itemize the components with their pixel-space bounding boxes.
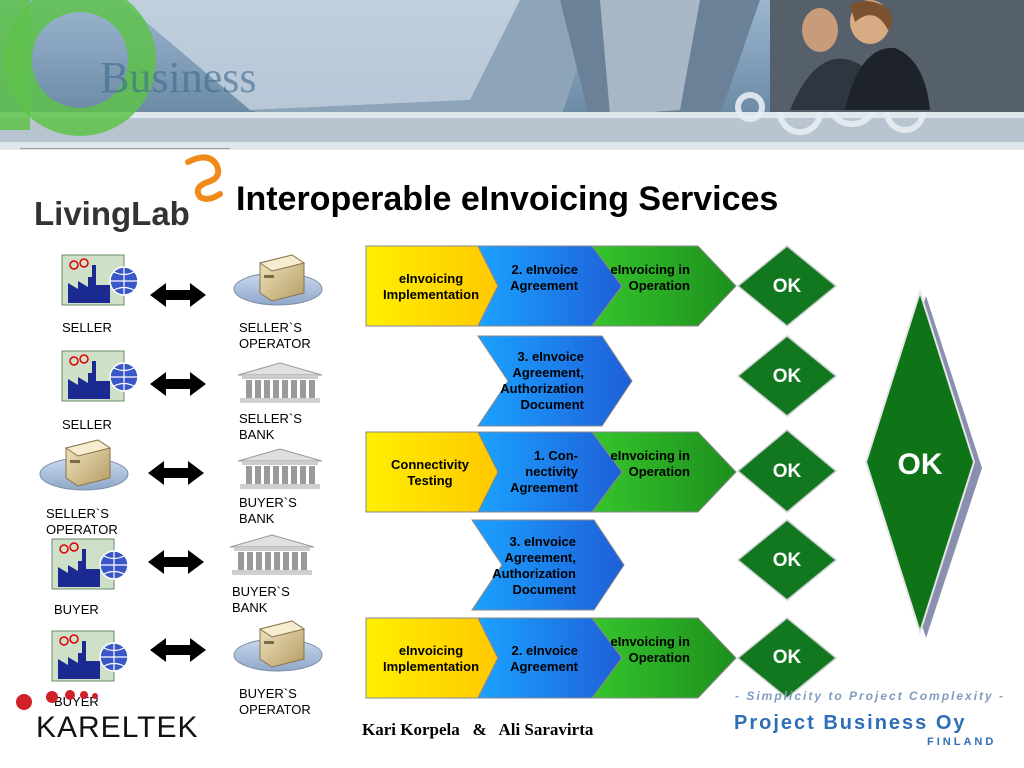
ok-diamond <box>736 335 838 417</box>
ok-diamond <box>736 617 838 699</box>
livinglab-logo: LivingLab <box>34 195 190 232</box>
ok-label: OK <box>772 366 802 387</box>
overall-ok-label: OK <box>897 448 943 481</box>
step-chevron <box>591 245 737 327</box>
ok-label: OK <box>772 276 802 297</box>
step-chevron <box>471 519 625 611</box>
party-label: SELLER`S BANK <box>239 411 302 442</box>
party-label: SELLER`S OPERATOR <box>46 506 118 537</box>
banner-image: Business <box>0 0 1024 150</box>
step-label: eInvoicing in Operation <box>610 262 690 293</box>
step-label: 2. eInvoice Agreement <box>510 643 578 674</box>
step-label: eInvoicing in Operation <box>610 448 690 479</box>
step-chevron <box>591 431 737 513</box>
parties-diagram <box>39 254 323 682</box>
step-label: 3. eInvoice Agreement, Authorization Doc… <box>492 534 576 597</box>
double-arrow-icon <box>148 461 204 485</box>
ok-diamond <box>736 519 838 601</box>
header-banner: Business <box>0 0 1024 150</box>
ok-label: OK <box>772 550 802 571</box>
step-label: eInvoicing Implementation <box>382 643 480 674</box>
seller-factory-icon <box>61 254 139 306</box>
operator-server-icon <box>39 439 129 491</box>
buyer-factory-icon <box>51 538 129 590</box>
bank-icon <box>229 534 315 576</box>
party-label: SELLER <box>62 417 112 432</box>
step-chevron <box>591 617 737 699</box>
operator-server-icon <box>233 254 323 306</box>
divider <box>20 148 230 149</box>
party-label: BUYER`S BANK <box>239 495 297 526</box>
party-label: BUYER`S BANK <box>232 584 290 615</box>
company-logo: Project Business Oy <box>734 712 967 734</box>
overall-ok-diamond <box>864 288 982 638</box>
bank-icon <box>237 362 323 404</box>
double-arrow-icon <box>150 283 206 307</box>
step-label: eInvoicing in Operation <box>610 634 690 665</box>
party-label: BUYER`S OPERATOR <box>239 686 311 717</box>
company-country: FINLAND <box>927 736 997 748</box>
kareltek-logo: KARELTEK <box>36 711 199 744</box>
kareltek-dots-icon <box>16 690 98 710</box>
page-title: Interoperable eInvoicing Services <box>236 180 779 218</box>
buyer-factory-icon <box>51 630 129 682</box>
party-label: BUYER <box>54 602 99 617</box>
tagline: - Simplicity to Project Complexity - <box>735 689 1006 703</box>
step-chevron <box>477 335 633 427</box>
double-arrow-icon <box>150 372 206 396</box>
seller-factory-icon <box>61 350 139 402</box>
step-label: 1. Con- nectivity Agreement <box>510 448 578 495</box>
ok-diamond <box>736 245 838 327</box>
bank-icon <box>237 448 323 490</box>
ok-label: OK <box>772 647 802 668</box>
operator-server-icon <box>233 620 323 672</box>
step-label: 3. eInvoice Agreement, Authorization Doc… <box>500 349 584 412</box>
party-label: SELLER`S OPERATOR <box>239 320 311 351</box>
step-label: 2. eInvoice Agreement <box>510 262 578 293</box>
step-label: Connectivity Testing <box>390 457 469 488</box>
double-arrow-icon <box>150 638 206 662</box>
double-arrow-icon <box>148 550 204 574</box>
step-label: eInvoicing Implementation <box>382 271 480 302</box>
party-label: BUYER <box>54 694 99 709</box>
authors: Kari Korpela & Ali Saravirta <box>362 720 594 739</box>
process-diagram <box>365 245 838 699</box>
ok-diamond <box>736 429 838 513</box>
ok-label: OK <box>772 461 802 482</box>
banner-logo-text: Business <box>100 53 256 102</box>
livinglab-swirl-icon <box>185 154 223 202</box>
party-label: SELLER <box>62 320 112 335</box>
